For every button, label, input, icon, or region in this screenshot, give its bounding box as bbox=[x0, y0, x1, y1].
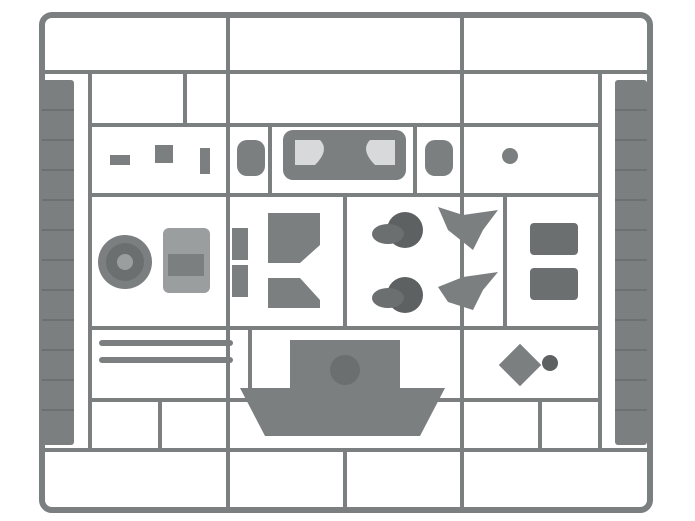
hatch-plate-part bbox=[163, 228, 210, 293]
side-track-strip-right bbox=[615, 80, 647, 445]
side-track-strip-left bbox=[42, 80, 74, 445]
curved-plate-parts bbox=[530, 223, 578, 300]
mudguard-wing-parts bbox=[438, 207, 498, 310]
fender-parts bbox=[232, 213, 320, 308]
axle-rod-parts bbox=[99, 340, 233, 363]
runner-grid bbox=[40, 13, 652, 512]
hull-floor-plate-part bbox=[240, 340, 445, 436]
sprocket-parts bbox=[372, 212, 423, 313]
road-wheel-part bbox=[98, 235, 152, 289]
visor-plate-part bbox=[283, 130, 406, 180]
